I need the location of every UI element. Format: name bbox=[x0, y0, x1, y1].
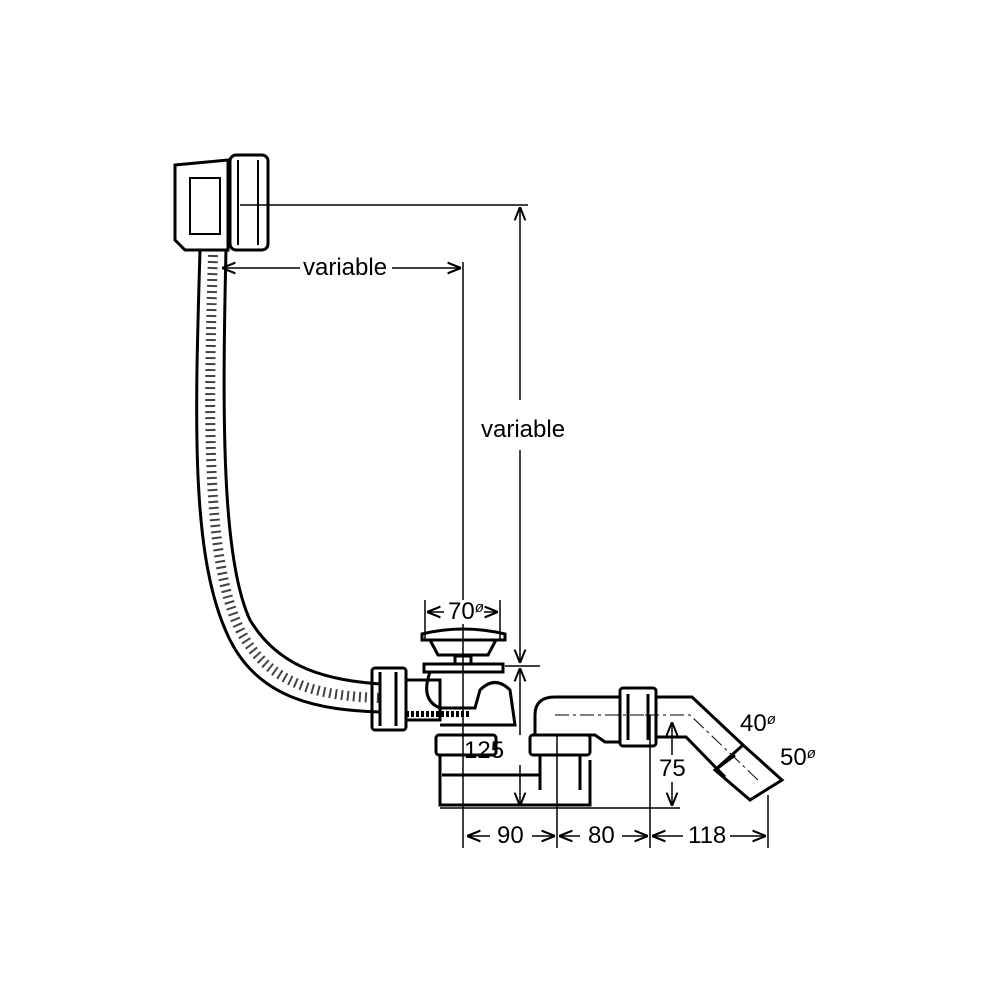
dim-118-label: 118 bbox=[688, 822, 727, 849]
outlet-inner-diameter-label: 40ø bbox=[740, 710, 776, 737]
outlet-height-label: 75 bbox=[659, 755, 686, 782]
horizontal-variable-label: variable bbox=[303, 254, 388, 281]
dim-80-label: 80 bbox=[588, 822, 615, 849]
overflow-head bbox=[173, 153, 270, 252]
inlet-height-label: 125 bbox=[464, 737, 505, 764]
overflow-nut bbox=[370, 666, 470, 732]
dim-90-label: 90 bbox=[497, 822, 524, 849]
drain-diameter-label: 70ø bbox=[448, 598, 484, 625]
dimension-lines bbox=[222, 204, 769, 848]
flexible-hose bbox=[195, 249, 381, 714]
outlet-pipe bbox=[533, 686, 785, 802]
vertical-variable-label: variable bbox=[481, 416, 566, 443]
outlet-outer-diameter-label: 50ø bbox=[780, 744, 816, 771]
center-lines bbox=[555, 714, 761, 783]
